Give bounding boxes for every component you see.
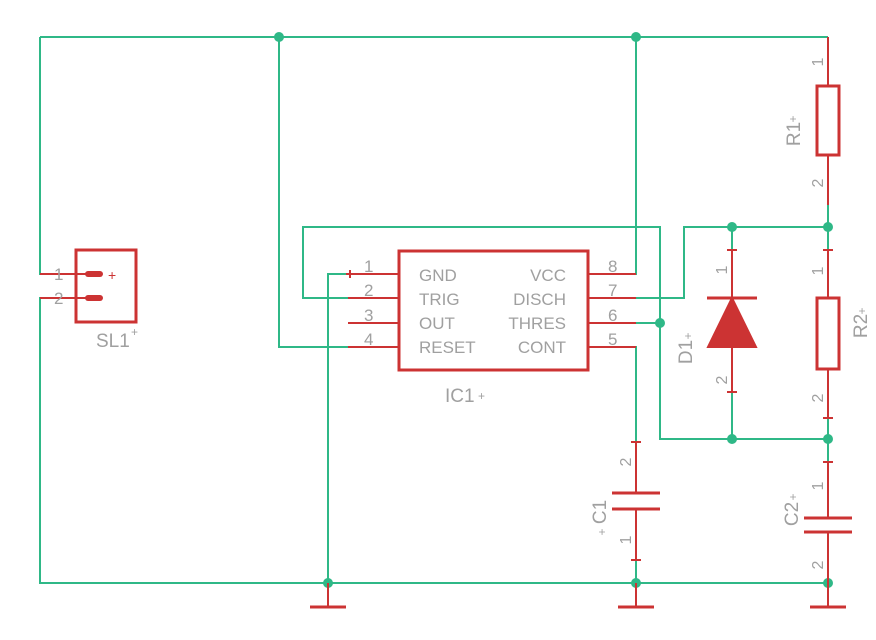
ic-pin-number-4: 4 bbox=[364, 330, 373, 349]
d1-name: D1 bbox=[676, 340, 697, 364]
r1-pin-top-number: 1 bbox=[810, 57, 827, 66]
ic-pin-number-7: 7 bbox=[608, 281, 617, 300]
connector-polarity-mark: + bbox=[108, 267, 116, 283]
c2-pin-bottom-number: 2 bbox=[810, 560, 827, 569]
capacitor-c2[interactable]: 1 2 C2 + bbox=[782, 461, 852, 583]
r2-pin-top-number: 1 bbox=[810, 266, 827, 275]
ic1-timer[interactable]: 1 2 3 4 GND TRIG OUT RESET 8 7 6 5 VCC D… bbox=[348, 249, 636, 407]
ic-pin-label-cont: CONT bbox=[518, 338, 566, 357]
wire-left-rail-top bbox=[39, 37, 62, 275]
ic-pin-number-1: 1 bbox=[364, 257, 373, 276]
origin-mark: + bbox=[131, 325, 138, 339]
ic-pin-label-gnd: GND bbox=[419, 266, 457, 285]
c2-pin-top-number: 1 bbox=[810, 481, 827, 490]
connector-body bbox=[74, 248, 138, 324]
wire-gnd bbox=[327, 273, 352, 583]
connector-pin-2-number: 2 bbox=[54, 289, 63, 308]
ic-pin-number-2: 2 bbox=[364, 281, 373, 300]
r1-body bbox=[815, 84, 841, 157]
ic-pin-label-trig: TRIG bbox=[419, 290, 460, 309]
c1-name: C1 bbox=[590, 500, 611, 524]
ic-body bbox=[397, 249, 590, 372]
c2-name: C2 bbox=[782, 502, 803, 526]
origin-mark: + bbox=[786, 493, 800, 500]
connector-pin-1-number: 1 bbox=[54, 265, 63, 284]
junction-dot bbox=[727, 222, 737, 232]
ic-pin-number-3: 3 bbox=[364, 306, 373, 325]
junction-dot bbox=[823, 222, 833, 232]
r1-name: R1 bbox=[784, 122, 805, 146]
capacitor-c1[interactable]: 2 1 C1 + bbox=[590, 441, 660, 561]
connector-name: SL1 bbox=[96, 331, 130, 352]
junction-dot bbox=[655, 318, 665, 328]
d1-pin-bottom-number: 2 bbox=[714, 375, 731, 384]
ic-pin-label-reset: RESET bbox=[419, 338, 476, 357]
ic-pin-label-disch: DISCH bbox=[513, 290, 566, 309]
origin-cross-marks bbox=[346, 270, 354, 278]
ic-pin-number-5: 5 bbox=[608, 330, 617, 349]
junction-dot bbox=[631, 32, 641, 42]
resistor-r1[interactable]: 1 2 R1 + bbox=[784, 37, 841, 205]
connector-sl1[interactable]: 1 2 + SL1 + bbox=[40, 248, 138, 352]
ic-pin-label-out: OUT bbox=[419, 314, 455, 333]
r2-body bbox=[815, 296, 841, 371]
resistor-r2[interactable]: 1 2 R2 + bbox=[810, 249, 872, 419]
origin-mark: + bbox=[786, 115, 800, 122]
origin-mark: + bbox=[855, 307, 869, 314]
d1-triangle bbox=[706, 295, 758, 348]
wire-vcc bbox=[612, 37, 637, 275]
origin-mark: + bbox=[595, 528, 609, 535]
origin-mark: + bbox=[478, 389, 485, 403]
ic-pin-label-thres: THRES bbox=[508, 314, 566, 333]
ic-pin-label-vcc: VCC bbox=[530, 266, 566, 285]
ground-symbols bbox=[310, 583, 846, 609]
d1-pin-top-number: 1 bbox=[714, 265, 731, 274]
ic-pin-number-8: 8 bbox=[608, 257, 617, 276]
r2-name: R2 bbox=[851, 314, 872, 338]
diode-d1[interactable]: 1 2 D1 + bbox=[676, 249, 758, 393]
ic-pin-number-6: 6 bbox=[608, 306, 617, 325]
c1-pin-top-number: 2 bbox=[618, 457, 635, 466]
ic-name: IC1 bbox=[445, 386, 475, 407]
wires bbox=[39, 36, 829, 584]
wire-trig-thres bbox=[302, 226, 828, 440]
junction-dot bbox=[274, 32, 284, 42]
origin-mark: + bbox=[681, 332, 695, 339]
wire-cont bbox=[612, 346, 637, 442]
junction-dot bbox=[727, 434, 737, 444]
wire-reset bbox=[278, 37, 352, 348]
junctions bbox=[274, 32, 833, 588]
c1-pin-bottom-number: 1 bbox=[618, 535, 635, 544]
r1-pin-bottom-number: 2 bbox=[810, 178, 827, 187]
r2-pin-bottom-number: 2 bbox=[810, 393, 827, 402]
junction-dot bbox=[823, 434, 833, 444]
wire-disch bbox=[612, 226, 828, 299]
